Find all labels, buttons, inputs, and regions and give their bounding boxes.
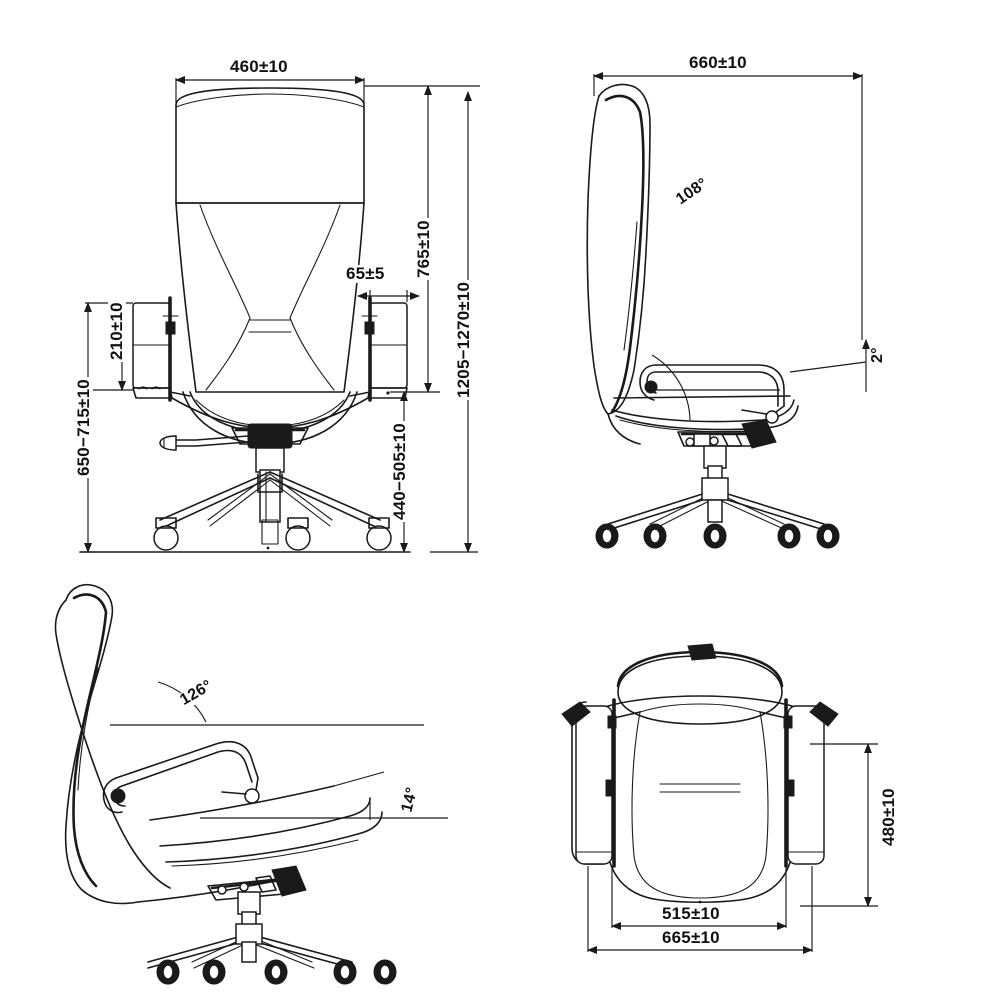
top-view-dimension-lines — [586, 742, 878, 955]
dim-seat-height: 440−505±10 — [390, 421, 409, 522]
side-view-dimension-lines — [592, 71, 864, 340]
dim-backrest-width: 460±10 — [228, 57, 290, 76]
dim-overall-width-with-arms: 665±10 — [660, 928, 722, 947]
dim-seat-width: 515±10 — [660, 904, 722, 923]
top-view-chair — [561, 643, 839, 904]
side-view-chair — [586, 83, 871, 549]
dim-armrest-thickness: 65±5 — [344, 264, 387, 283]
dim-armrest-height-above-seat: 210±10 — [107, 300, 126, 362]
recline-view-chair — [54, 584, 448, 985]
dim-overall-height: 1205−1270±10 — [454, 279, 473, 400]
dim-seat-depth: 480±10 — [879, 786, 898, 848]
dim-seat-tilt-angle: 2° — [869, 345, 887, 365]
front-view-chair — [79, 87, 411, 553]
dim-overall-depth: 660±10 — [687, 53, 749, 72]
dim-backrest-height: 765±10 — [414, 218, 433, 280]
dim-armrest-height-from-floor: 650−715±10 — [74, 377, 93, 478]
